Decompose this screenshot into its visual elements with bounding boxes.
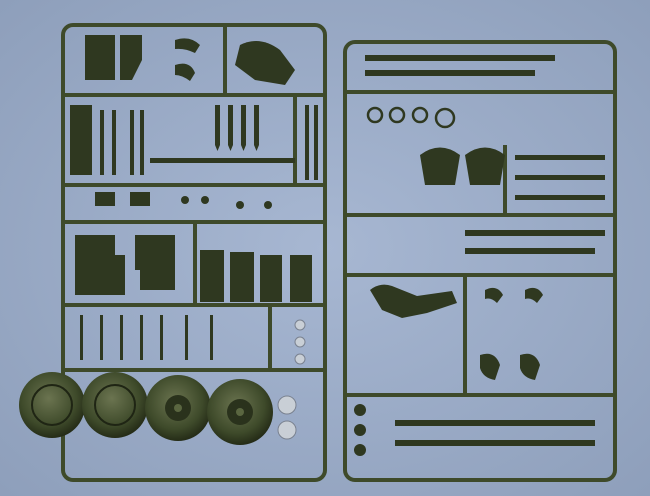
knob-part: [201, 196, 209, 204]
rail-part: [515, 175, 605, 180]
figure-leg-part: [520, 353, 540, 380]
plate-part: [260, 255, 282, 302]
rail-part: [515, 195, 605, 200]
figure-leg-part: [480, 353, 500, 380]
left-sprue-parts: [70, 35, 318, 360]
wheel-part: [82, 372, 148, 438]
barrel-part: [395, 420, 595, 426]
plate-part: [200, 250, 224, 302]
rod-part: [100, 110, 104, 175]
wheel-part: [145, 375, 211, 441]
seat-part: [85, 35, 142, 80]
knob-part: [236, 201, 244, 209]
plate-part: [230, 252, 254, 302]
clear-lens-part: [294, 336, 306, 348]
fender-part: [135, 235, 175, 290]
figure-part: [235, 41, 295, 85]
cup-part: [354, 444, 366, 456]
cup-part: [354, 404, 366, 416]
wheels: [19, 372, 273, 445]
figure-arm-part: [485, 287, 503, 303]
right-sprue-frame: [343, 40, 617, 482]
rod-part: [120, 315, 123, 360]
ring-part: [411, 106, 429, 124]
rod-part: [140, 110, 144, 175]
rod-part: [130, 110, 134, 175]
clear-parts: [277, 319, 306, 440]
fender-part: [75, 235, 125, 295]
small-part: [175, 38, 200, 53]
knob-part: [181, 196, 189, 204]
right-sprue: [343, 40, 617, 482]
ring-part: [366, 106, 384, 124]
clear-lens-part: [294, 319, 306, 331]
rod-part: [185, 315, 188, 360]
rod-part: [210, 315, 213, 360]
rod-part: [314, 105, 318, 180]
axle-part: [150, 158, 295, 163]
rail-part: [515, 155, 605, 160]
plate-part: [290, 255, 312, 302]
rod-part: [160, 315, 163, 360]
small-part: [175, 63, 195, 81]
seat-back-part: [70, 105, 92, 175]
shield-part: [465, 147, 505, 185]
figure-part: [370, 284, 457, 318]
knob-part: [264, 201, 272, 209]
barrel-part: [465, 248, 595, 254]
rod-part: [140, 315, 143, 360]
barrel-part: [395, 440, 595, 446]
clear-lens-part: [294, 353, 306, 365]
right-sprue-parts: [354, 55, 605, 456]
barrel-part: [365, 55, 555, 61]
rod-part: [305, 105, 309, 180]
ring-part: [388, 106, 406, 124]
clear-lens-part: [277, 395, 297, 415]
left-sprue: [61, 23, 327, 482]
barrel-part: [465, 230, 605, 236]
block-part: [95, 192, 115, 206]
rod-part: [80, 315, 83, 360]
rod-part: [112, 110, 116, 175]
ring-part: [434, 107, 456, 129]
shield-part: [420, 147, 460, 185]
left-sprue-frame: [61, 23, 327, 482]
clear-lens-part: [277, 420, 297, 440]
cup-part: [354, 424, 366, 436]
rod-part: [100, 315, 103, 360]
figure-arm-part: [525, 287, 543, 303]
blade-part: [215, 105, 259, 151]
barrel-part: [365, 70, 535, 76]
block-part: [130, 192, 150, 206]
wheel-part: [19, 372, 85, 438]
wheel-part: [207, 379, 273, 445]
